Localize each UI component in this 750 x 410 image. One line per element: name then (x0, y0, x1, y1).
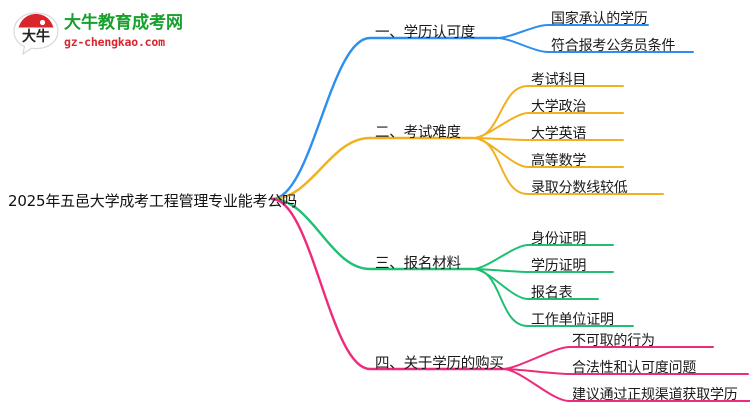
site-logo[interactable]: 大牛 大牛教育成考网 gz-chengkao.com (12, 8, 202, 60)
leaf-node-3-4[interactable]: 工作单位证明 (531, 312, 614, 328)
leaf-node-4-1[interactable]: 不可取的行为 (572, 333, 655, 349)
branch-node-1[interactable]: 一、学历认可度 (375, 25, 476, 41)
logo-subtitle: gz-chengkao.com (64, 35, 165, 49)
svg-text:大牛: 大牛 (22, 28, 50, 45)
leaf-node-1-2[interactable]: 符合报考公务员条件 (551, 38, 676, 54)
leaf-node-2-3[interactable]: 大学英语 (531, 126, 587, 142)
logo-text-group: 大牛教育成考网 gz-chengkao.com (64, 12, 204, 50)
branch-node-4[interactable]: 四、关于学历的购买 (375, 356, 504, 372)
leaf-node-2-2[interactable]: 大学政治 (531, 99, 587, 115)
leaf-node-3-2[interactable]: 学历证明 (531, 258, 587, 274)
da-niu-speech-bubble-logo: 大牛 (12, 10, 60, 56)
branch-node-2[interactable]: 二、考试难度 (375, 125, 461, 141)
logo-title: 大牛教育成考网 (64, 13, 183, 33)
branch-node-3[interactable]: 三、报名材料 (375, 256, 461, 272)
leaf-node-3-1[interactable]: 身份证明 (531, 231, 587, 247)
leaf-node-4-3[interactable]: 建议通过正规渠道获取学历 (572, 387, 738, 403)
mindmap-root-node[interactable]: 2025年五邑大学成考工程管理专业能考公吗 (8, 192, 297, 210)
leaf-node-2-1[interactable]: 考试科目 (531, 72, 587, 88)
leaf-node-2-5[interactable]: 录取分数线较低 (531, 180, 628, 196)
leaf-node-4-2[interactable]: 合法性和认可度问题 (572, 360, 697, 376)
leaf-node-2-4[interactable]: 高等数学 (531, 153, 587, 169)
leaf-node-3-3[interactable]: 报名表 (531, 285, 573, 301)
leaf-node-1-1[interactable]: 国家承认的学历 (551, 11, 648, 27)
